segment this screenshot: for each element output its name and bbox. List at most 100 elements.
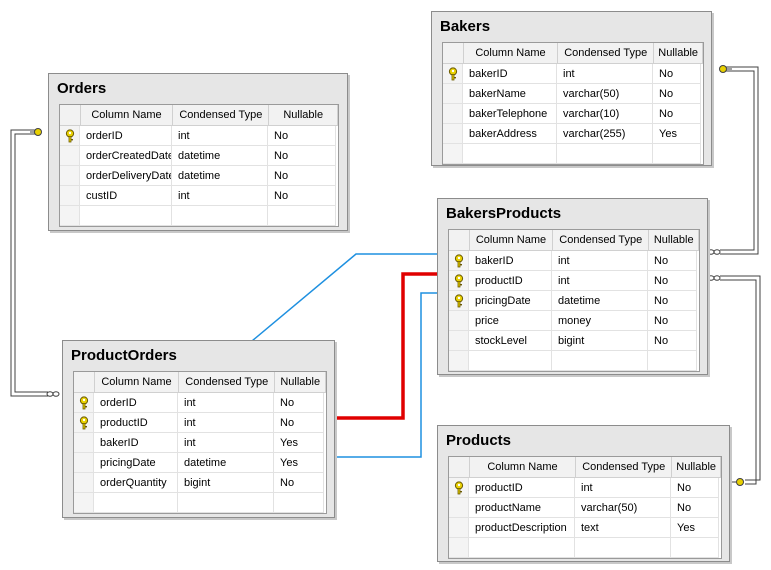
relationship-bakers-bakersproducts (720, 66, 759, 255)
row-selector[interactable] (443, 64, 463, 84)
column-name-cell: stockLevel (469, 331, 552, 351)
row-selector[interactable] (449, 291, 469, 311)
table-bakersproducts[interactable]: BakersProducts Column Name Condensed Typ… (437, 198, 708, 375)
row-selector[interactable] (449, 251, 469, 271)
header-column-name: Column Name (470, 230, 554, 250)
infinity-end-icon (707, 249, 721, 255)
row-selector[interactable] (60, 186, 80, 206)
nullable-cell: No (274, 473, 324, 493)
table-bakers[interactable]: Bakers Column Name Condensed Type Nullab… (431, 11, 712, 166)
table-title: Bakers (440, 18, 491, 35)
column-name-cell: pricingDate (94, 453, 178, 473)
column-name-cell: productID (469, 271, 552, 291)
header-nullable: Nullable (649, 230, 699, 250)
empty-row[interactable] (449, 538, 721, 558)
nullable-cell: No (268, 126, 336, 146)
condensed-type-cell: varchar(10) (557, 104, 653, 124)
header-condensed-type: Condensed Type (553, 230, 650, 250)
grid-header: Column Name Condensed Type Nullable (449, 230, 699, 251)
condensed-type-cell: int (552, 251, 648, 271)
empty-row[interactable] (60, 206, 338, 226)
column-name-cell: pricingDate (469, 291, 552, 311)
nullable-cell: No (648, 291, 697, 311)
table-orders[interactable]: Orders Column Name Condensed Type Nullab… (48, 73, 348, 231)
row-selector[interactable] (449, 518, 469, 538)
column-name-cell: orderQuantity (94, 473, 178, 493)
table-title: Products (446, 432, 512, 449)
row-selector[interactable] (74, 393, 94, 413)
row-selector[interactable] (74, 453, 94, 473)
primary-key-icon (454, 481, 464, 495)
primary-key-icon (79, 396, 89, 410)
primary-key-icon (454, 294, 464, 308)
empty-row[interactable] (74, 493, 326, 513)
nullable-cell: No (648, 251, 697, 271)
key-end-icon (719, 65, 732, 73)
relationship-products-bakersproducts (720, 275, 761, 485)
condensed-type-cell: datetime (552, 291, 648, 311)
nullable-cell: No (671, 478, 719, 498)
primary-key-icon (454, 254, 464, 268)
row-selector[interactable] (449, 478, 469, 498)
primary-key-icon (454, 274, 464, 288)
condensed-type-cell: int (172, 126, 268, 146)
table-products[interactable]: Products Column Name Condensed Type Null… (437, 425, 730, 562)
condensed-type-cell: money (552, 311, 648, 331)
row-selector[interactable] (449, 498, 469, 518)
column-name-cell: bakerName (463, 84, 557, 104)
row-selector[interactable] (449, 271, 469, 291)
row-selector[interactable] (60, 166, 80, 186)
row-selector[interactable] (449, 331, 469, 351)
table-productorders[interactable]: ProductOrders Column Name Condensed Type… (62, 340, 335, 518)
nullable-cell: No (648, 271, 697, 291)
grid-header: Column Name Condensed Type Nullable (449, 457, 721, 478)
condensed-type-cell: datetime (172, 146, 268, 166)
header-column-name: Column Name (470, 457, 577, 477)
row-selector[interactable] (74, 473, 94, 493)
row-selector[interactable] (74, 413, 94, 433)
nullable-cell: No (671, 498, 719, 518)
condensed-type-cell: text (575, 518, 671, 538)
row-selector[interactable] (443, 124, 463, 144)
header-condensed-type: Condensed Type (179, 372, 276, 392)
row-selector[interactable] (449, 311, 469, 331)
empty-row[interactable] (449, 351, 699, 371)
row-selector[interactable] (60, 126, 80, 146)
condensed-type-cell: datetime (178, 453, 274, 473)
condensed-type-cell: int (575, 478, 671, 498)
condensed-type-cell: int (178, 433, 274, 453)
header-column-name: Column Name (81, 105, 174, 125)
row-selector[interactable] (74, 433, 94, 453)
grid-header: Column Name Condensed Type Nullable (443, 43, 703, 64)
empty-row[interactable] (443, 144, 703, 164)
row-selector[interactable] (443, 104, 463, 124)
column-grid: Column Name Condensed Type Nullable bake… (442, 42, 704, 165)
row-selector[interactable] (443, 84, 463, 104)
nullable-cell: Yes (653, 124, 701, 144)
row-selector[interactable] (60, 146, 80, 166)
column-name-cell: price (469, 311, 552, 331)
nullable-cell: Yes (274, 453, 324, 473)
header-column-name: Column Name (95, 372, 180, 392)
